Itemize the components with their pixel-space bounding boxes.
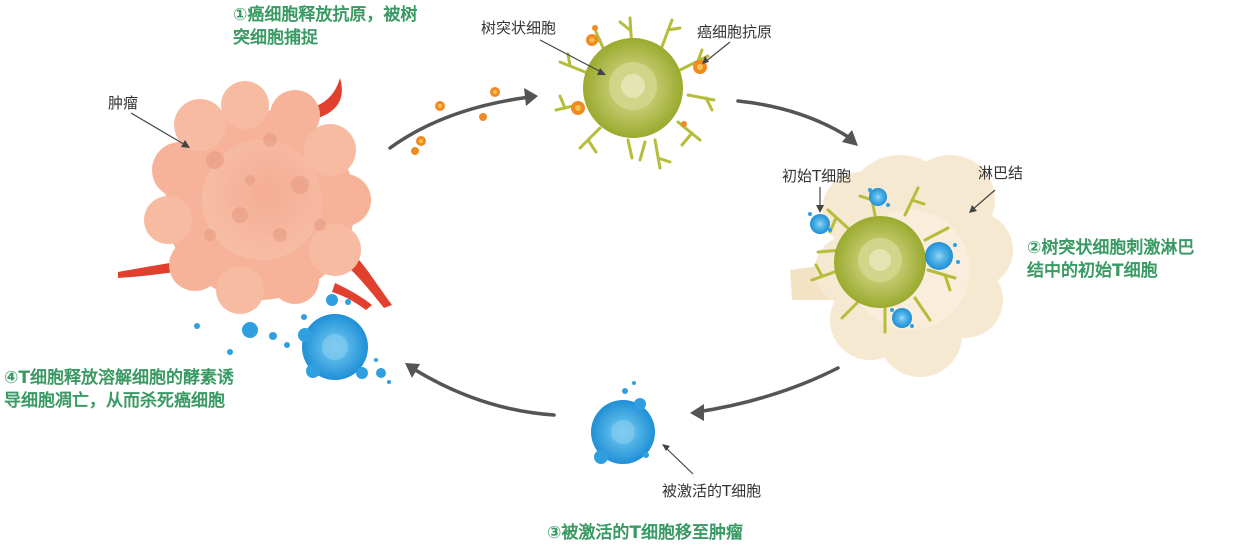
leader-arrowhead-activated-t-cell bbox=[662, 444, 670, 451]
step-4-line-1: ④T细胞释放溶解细胞的酵素诱 bbox=[4, 368, 234, 388]
step-1-line-2: 突细胞捕捉 bbox=[233, 28, 318, 48]
step-1-caption: ①癌细胞释放抗原，被树 突细胞捕捉 bbox=[233, 4, 417, 50]
captured-antigen bbox=[571, 25, 707, 127]
leader-line-dendritic-cell bbox=[539, 39, 604, 74]
cycle-arrow-3 bbox=[695, 366, 840, 414]
naive-t-cell-label: 初始T细胞 bbox=[782, 167, 852, 185]
step-2-line-1: ②树突状细胞刺激淋巴 bbox=[1027, 238, 1195, 258]
attacking-t-cell bbox=[298, 294, 368, 380]
tumor-label: 肿瘤 bbox=[108, 94, 139, 112]
cycle-arrowhead-1 bbox=[524, 88, 538, 106]
lymph-node-label: 淋巴结 bbox=[978, 164, 1024, 182]
cycle-arrowhead-4 bbox=[405, 363, 420, 378]
dendritic-cell-in-lymph-node bbox=[810, 186, 957, 334]
leader-line-tumor bbox=[130, 112, 188, 147]
cycle-arrow-2 bbox=[736, 99, 855, 142]
cycle-arrowhead-3 bbox=[690, 404, 704, 421]
activated-t-cell bbox=[591, 381, 655, 464]
step-2-line-2: 结中的初始T细胞 bbox=[1027, 261, 1158, 281]
step-3-caption: ③被激活的T细胞移至肿瘤 bbox=[547, 522, 743, 545]
naive-t-cell bbox=[808, 188, 960, 328]
leader-line-lymph-node bbox=[971, 189, 996, 211]
leader-arrowhead-antigen bbox=[702, 56, 709, 64]
leader-line-antigen bbox=[704, 41, 731, 63]
leader-line-activated-t-cell bbox=[664, 446, 694, 475]
step-4-caption: ④T细胞释放溶解细胞的酵素诱 导细胞凋亡，从而杀死癌细胞 bbox=[4, 367, 234, 413]
step-2-caption: ②树突状细胞刺激淋巴 结中的初始T细胞 bbox=[1027, 237, 1194, 283]
leader-arrowhead-naive-t-cell bbox=[816, 205, 824, 213]
cycle-arrow-4 bbox=[410, 366, 556, 417]
enzyme-particle bbox=[194, 299, 391, 384]
dendritic-cell-label: 树突状细胞 bbox=[481, 19, 557, 37]
step-1-line-1: ①癌细胞释放抗原，被树 bbox=[233, 5, 418, 25]
cycle-arrow-1 bbox=[388, 95, 532, 150]
tumor-mass bbox=[144, 81, 371, 314]
leader-arrowhead-dendritic-cell bbox=[597, 68, 606, 75]
activated-t-cell-label: 被激活的T细胞 bbox=[662, 482, 762, 500]
leader-arrowhead-tumor bbox=[181, 140, 190, 148]
dendritic-cell bbox=[554, 16, 716, 170]
antigen-particle bbox=[411, 87, 500, 155]
step-3-line-1: ③被激活的T细胞移至肿瘤 bbox=[547, 523, 743, 543]
step-4-line-2: 导细胞凋亡，从而杀死癌细胞 bbox=[4, 391, 225, 411]
leader-arrowhead-lymph-node bbox=[969, 205, 977, 213]
cycle-arrowhead-2 bbox=[842, 130, 858, 146]
cancer-antigen-label: 癌细胞抗原 bbox=[697, 23, 773, 41]
